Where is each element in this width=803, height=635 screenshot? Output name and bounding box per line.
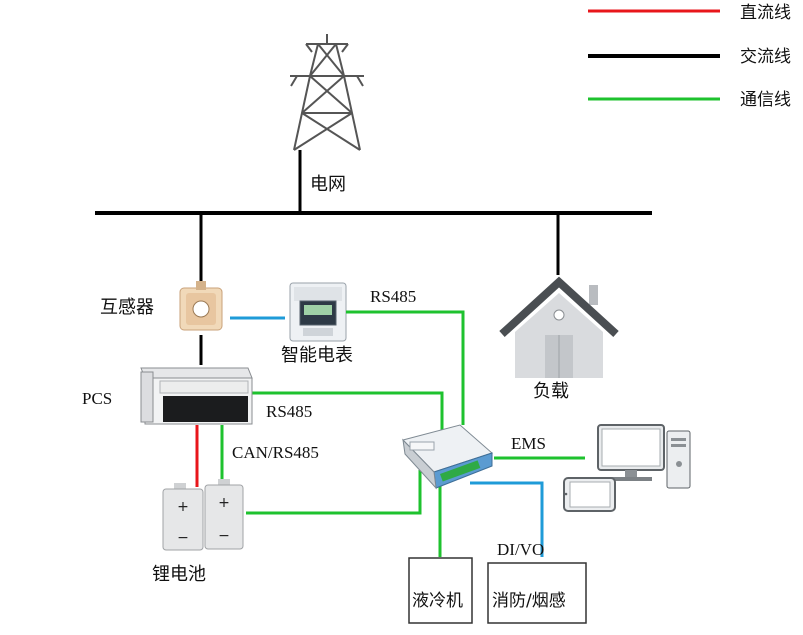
can-rs485-label: CAN/RS485 [232, 443, 319, 462]
ems-label: EMS [511, 434, 546, 453]
pcs-cabinet-icon [140, 367, 253, 425]
svg-text:−: − [177, 530, 189, 546]
legend-ac-label: 交流线 [740, 47, 791, 67]
ems-controller-icon [402, 424, 493, 490]
transformer-label: 互感器 [100, 297, 154, 318]
power-tower-icon [290, 34, 364, 151]
svg-text:+: + [218, 495, 230, 511]
divo-link [470, 481, 544, 557]
meter-label: 智能电表 [281, 345, 353, 366]
grid-label: 电网 [310, 174, 346, 195]
rs485-pcs-label: RS485 [266, 402, 312, 421]
legend: 直流线 交流线 通信线 [588, 3, 791, 110]
fire-smoke-box [487, 562, 587, 624]
house-icon [499, 276, 619, 378]
legend-dc-label: 直流线 [740, 3, 791, 23]
tablet-icon [563, 477, 616, 512]
chiller-label: 液冷机 [412, 591, 463, 611]
smart-meter-icon [289, 282, 347, 342]
svg-text:−: − [218, 528, 230, 544]
current-transformer-icon [179, 281, 223, 331]
battery-label: 锂电池 [152, 564, 206, 585]
comm-lines [246, 310, 585, 557]
rs485-meter-label: RS485 [370, 287, 416, 306]
legend-comm-label: 通信线 [740, 90, 791, 110]
load-label: 负载 [533, 381, 569, 402]
chiller-box [408, 557, 473, 624]
divo-label: DI/VO [497, 540, 544, 559]
fire-label: 消防/烟感 [492, 591, 566, 611]
ac-lines [95, 150, 652, 365]
computer-icon [597, 424, 691, 489]
pcs-label: PCS [82, 389, 112, 408]
lithium-battery-icon: + − + − [162, 479, 244, 551]
svg-text:+: + [177, 499, 189, 515]
